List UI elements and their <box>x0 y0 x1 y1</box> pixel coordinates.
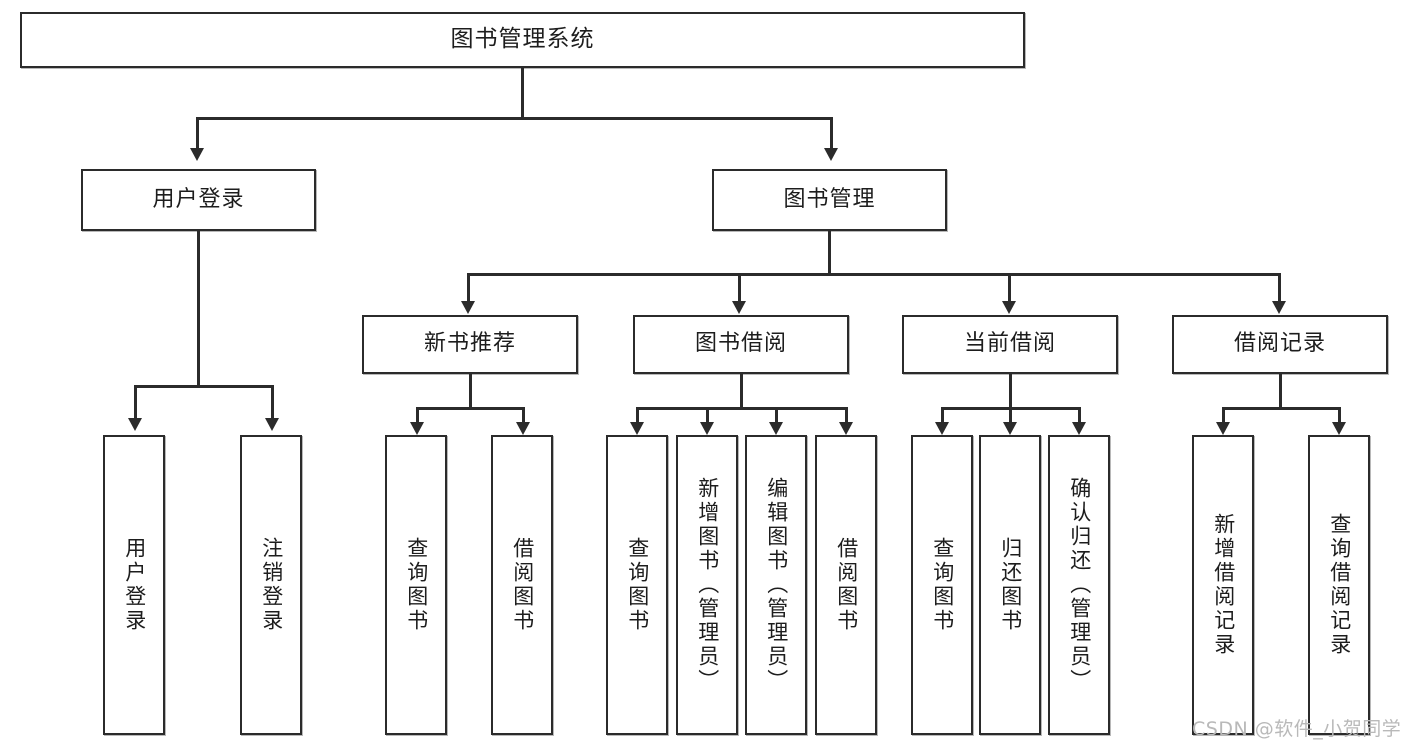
connector-root-bus <box>196 117 833 120</box>
arrow-root-to-book-management <box>824 148 838 161</box>
leaf-label: 注销登录 <box>259 537 284 633</box>
connector-cb-stem <box>1009 374 1012 407</box>
leaf-logout-login[interactable]: 注销登录 <box>240 435 302 735</box>
connector-cb-to-leaf-3 <box>1078 407 1081 425</box>
arrow-user-login-to-leaf-2 <box>265 418 279 431</box>
leaf-borrow-book-recommend[interactable]: 借阅图书 <box>491 435 553 735</box>
csdn-watermark: CSDN @软件_小贺同学 <box>1192 718 1402 740</box>
connector-user-login-to-leaf-1 <box>134 385 137 420</box>
arrow-cb-to-leaf-1 <box>935 422 949 435</box>
connector-bb-stem <box>740 374 743 407</box>
node-label: 新书推荐 <box>423 331 516 357</box>
arrow-bm-to-current-borrow <box>1002 301 1016 314</box>
leaf-label: 用户登录 <box>122 537 147 633</box>
node-label: 用户登录 <box>152 186 245 212</box>
leaf-label: 查询借阅记录 <box>1327 513 1352 657</box>
connector-bm-to-current-borrow <box>1008 273 1011 303</box>
node-book-management-system[interactable]: 图书管理系统 <box>20 12 1025 68</box>
leaf-add-borrow-record[interactable]: 新增借阅记录 <box>1192 435 1254 735</box>
leaf-user-login[interactable]: 用户登录 <box>103 435 165 735</box>
node-user-login[interactable]: 用户登录 <box>81 169 316 231</box>
connector-br-to-leaf-2 <box>1338 407 1341 425</box>
arrow-root-to-user-login <box>190 148 204 161</box>
leaf-label: 确认归还（管理员） <box>1067 477 1092 693</box>
connector-user-login-stem <box>197 231 200 385</box>
node-new-book-recommend[interactable]: 新书推荐 <box>362 315 578 374</box>
leaf-query-borrow-record[interactable]: 查询借阅记录 <box>1308 435 1370 735</box>
connector-bm-to-new-book-recommend <box>467 273 470 303</box>
connector-nbr-stem <box>469 374 472 407</box>
connector-user-login-bus <box>134 385 273 388</box>
leaf-label: 查询图书 <box>625 537 650 633</box>
leaf-edit-book-admin[interactable]: 编辑图书（管理员） <box>745 435 807 735</box>
connector-nbr-to-leaf-2 <box>522 407 525 425</box>
leaf-label: 编辑图书（管理员） <box>764 477 789 693</box>
arrow-bb-to-leaf-2 <box>700 422 714 435</box>
connector-root-stem <box>521 68 524 117</box>
connector-bb-to-leaf-4 <box>845 407 848 425</box>
arrow-cb-to-leaf-3 <box>1072 422 1086 435</box>
node-book-management[interactable]: 图书管理 <box>712 169 947 231</box>
arrow-nbr-to-leaf-1 <box>410 422 424 435</box>
connector-bm-to-borrow-records <box>1278 273 1281 303</box>
node-label: 借阅记录 <box>1233 331 1326 357</box>
connector-bb-bus <box>636 407 847 410</box>
connector-bm-to-book-borrow <box>738 273 741 303</box>
arrow-bb-to-leaf-3 <box>769 422 783 435</box>
leaf-query-book-recommend[interactable]: 查询图书 <box>385 435 447 735</box>
arrow-bm-to-book-borrow <box>732 301 746 314</box>
leaf-label: 新增借阅记录 <box>1211 513 1236 657</box>
arrow-bb-to-leaf-4 <box>839 422 853 435</box>
leaf-borrow-book[interactable]: 借阅图书 <box>815 435 877 735</box>
node-current-borrow[interactable]: 当前借阅 <box>902 315 1118 374</box>
node-borrow-records[interactable]: 借阅记录 <box>1172 315 1388 374</box>
connector-br-stem <box>1279 374 1282 407</box>
connector-root-to-user-login <box>196 117 199 150</box>
node-label: 当前借阅 <box>963 331 1056 357</box>
node-label: 图书管理 <box>783 186 876 212</box>
connector-nbr-bus <box>416 407 524 410</box>
leaf-query-book-current[interactable]: 查询图书 <box>911 435 973 735</box>
arrow-bm-to-borrow-records <box>1272 301 1286 314</box>
leaf-label: 查询图书 <box>930 537 955 633</box>
arrow-br-to-leaf-2 <box>1332 422 1346 435</box>
arrow-bm-to-new-book-recommend <box>461 301 475 314</box>
leaf-label: 归还图书 <box>998 537 1023 633</box>
leaf-label: 新增图书（管理员） <box>695 477 720 693</box>
node-book-borrow[interactable]: 图书借阅 <box>633 315 849 374</box>
leaf-return-book[interactable]: 归还图书 <box>979 435 1041 735</box>
connector-nbr-to-leaf-1 <box>416 407 419 425</box>
connector-bb-to-leaf-3 <box>775 407 778 425</box>
connector-cb-to-leaf-1 <box>941 407 944 425</box>
leaf-label: 借阅图书 <box>510 537 535 633</box>
connector-root-to-book-management <box>830 117 833 150</box>
connector-book-management-bus <box>467 273 1281 276</box>
arrow-br-to-leaf-1 <box>1216 422 1230 435</box>
leaf-query-book-borrow[interactable]: 查询图书 <box>606 435 668 735</box>
leaf-add-book-admin[interactable]: 新增图书（管理员） <box>676 435 738 735</box>
node-label: 图书管理系统 <box>450 26 595 53</box>
connector-br-bus <box>1222 407 1340 410</box>
connector-bb-to-leaf-1 <box>636 407 639 425</box>
connector-book-management-stem <box>828 231 831 273</box>
leaf-confirm-return-admin[interactable]: 确认归还（管理员） <box>1048 435 1110 735</box>
arrow-nbr-to-leaf-2 <box>516 422 530 435</box>
arrow-cb-to-leaf-2 <box>1003 422 1017 435</box>
connector-br-to-leaf-1 <box>1222 407 1225 425</box>
arrow-user-login-to-leaf-1 <box>128 418 142 431</box>
leaf-label: 查询图书 <box>404 537 429 633</box>
leaf-label: 借阅图书 <box>834 537 859 633</box>
connector-cb-to-leaf-2 <box>1009 407 1012 425</box>
node-label: 图书借阅 <box>694 331 787 357</box>
connector-bb-to-leaf-2 <box>706 407 709 425</box>
connector-user-login-to-leaf-2 <box>271 385 274 420</box>
arrow-bb-to-leaf-1 <box>630 422 644 435</box>
